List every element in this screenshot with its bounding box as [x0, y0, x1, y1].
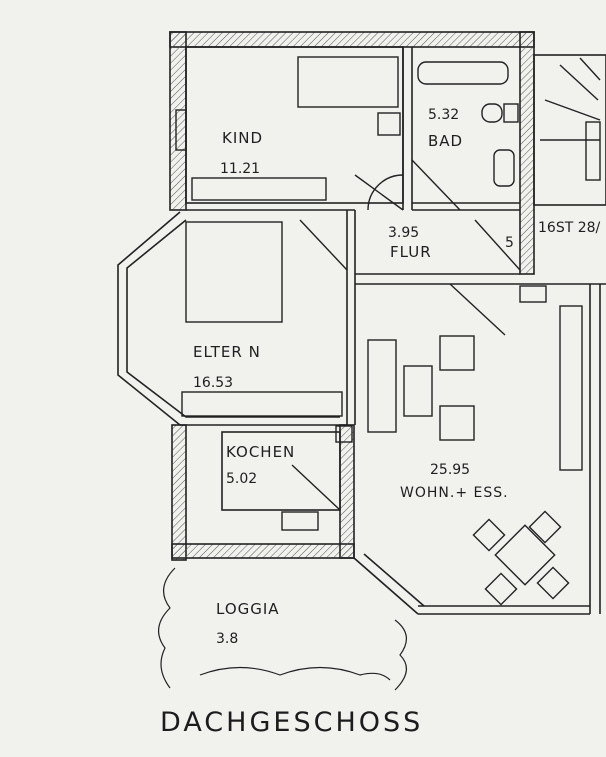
furniture [175, 56, 601, 606]
room-area-flur: 3.95 [388, 225, 420, 241]
room-area-eltern: 16.53 [193, 375, 234, 391]
room-area-loggia: 3.8 [216, 631, 239, 647]
interior-walls [117, 46, 606, 615]
room-name-flur: FLUR [390, 243, 432, 261]
room-name-wohn: WOHN.+ ESS. [400, 485, 509, 501]
room-name-bad: BAD [428, 132, 464, 150]
room-name-kochen: KOCHEN [226, 443, 296, 461]
room-area-kind: 11.21 [220, 161, 261, 177]
room-name-kind: KIND [222, 129, 264, 147]
plan-title: DACHGESCHOSS [160, 707, 424, 738]
room-area-bad: 5.32 [428, 107, 460, 123]
room-name-eltern: ELTER N [193, 343, 261, 361]
exterior-walls [169, 31, 535, 561]
room-area-kochen: 5.02 [226, 471, 258, 487]
room-area-wohn: 25.95 [430, 462, 471, 478]
room-name-loggia: LOGGIA [216, 600, 280, 618]
stair-landing-number: 5 [505, 235, 514, 251]
stair-label: 16ST 28/ [538, 220, 601, 236]
loggia-plants [158, 567, 407, 691]
